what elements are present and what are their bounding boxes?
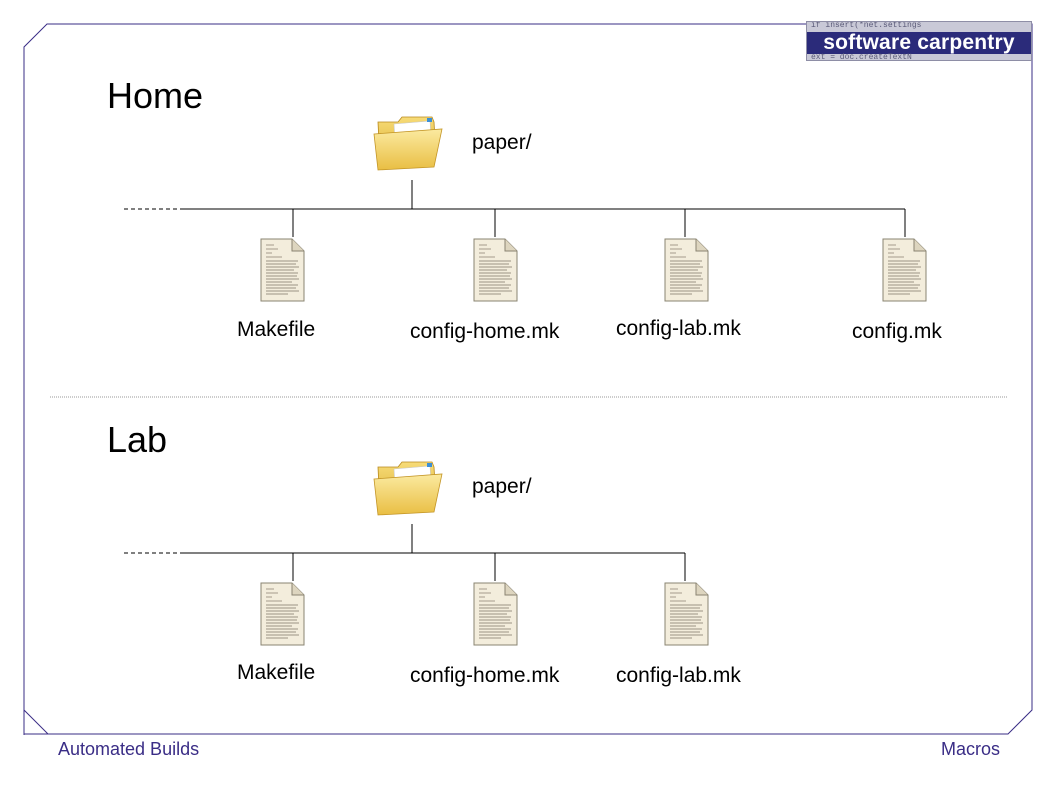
file-label: config-home.mk [410,320,560,343]
file-label: Makefile [237,661,316,684]
footer-right: Macros [940,739,1000,759]
file-icon [662,581,710,647]
file-label: config-home.mk [410,664,560,687]
file-icon [471,581,519,647]
section-title-home: Home [107,75,204,116]
tree-connectors-lab [124,524,686,581]
file-label: config.mk [852,320,942,343]
footer-left: Automated Builds [58,739,200,759]
file-label: Makefile [237,318,316,341]
folder-label: paper/ [472,131,532,154]
file-label: config-lab.mk [616,664,741,687]
file-label: config-lab.mk [616,317,741,340]
folder-label: paper/ [472,475,532,498]
file-icon [258,581,306,647]
file-icon [258,237,306,303]
file-icon [662,237,710,303]
logo-text: software carpentry [807,32,1031,54]
file-icon [471,237,519,303]
section-title-lab: Lab [107,419,168,460]
file-icon [880,237,928,303]
logo-code-lines: if insert(*net.settings [811,21,922,30]
logo-code-line-2: ext = doc.createTextN [811,53,912,61]
tree-connectors-home [124,180,906,237]
software-carpentry-logo: if insert(*net.settings software carpent… [806,21,1032,61]
